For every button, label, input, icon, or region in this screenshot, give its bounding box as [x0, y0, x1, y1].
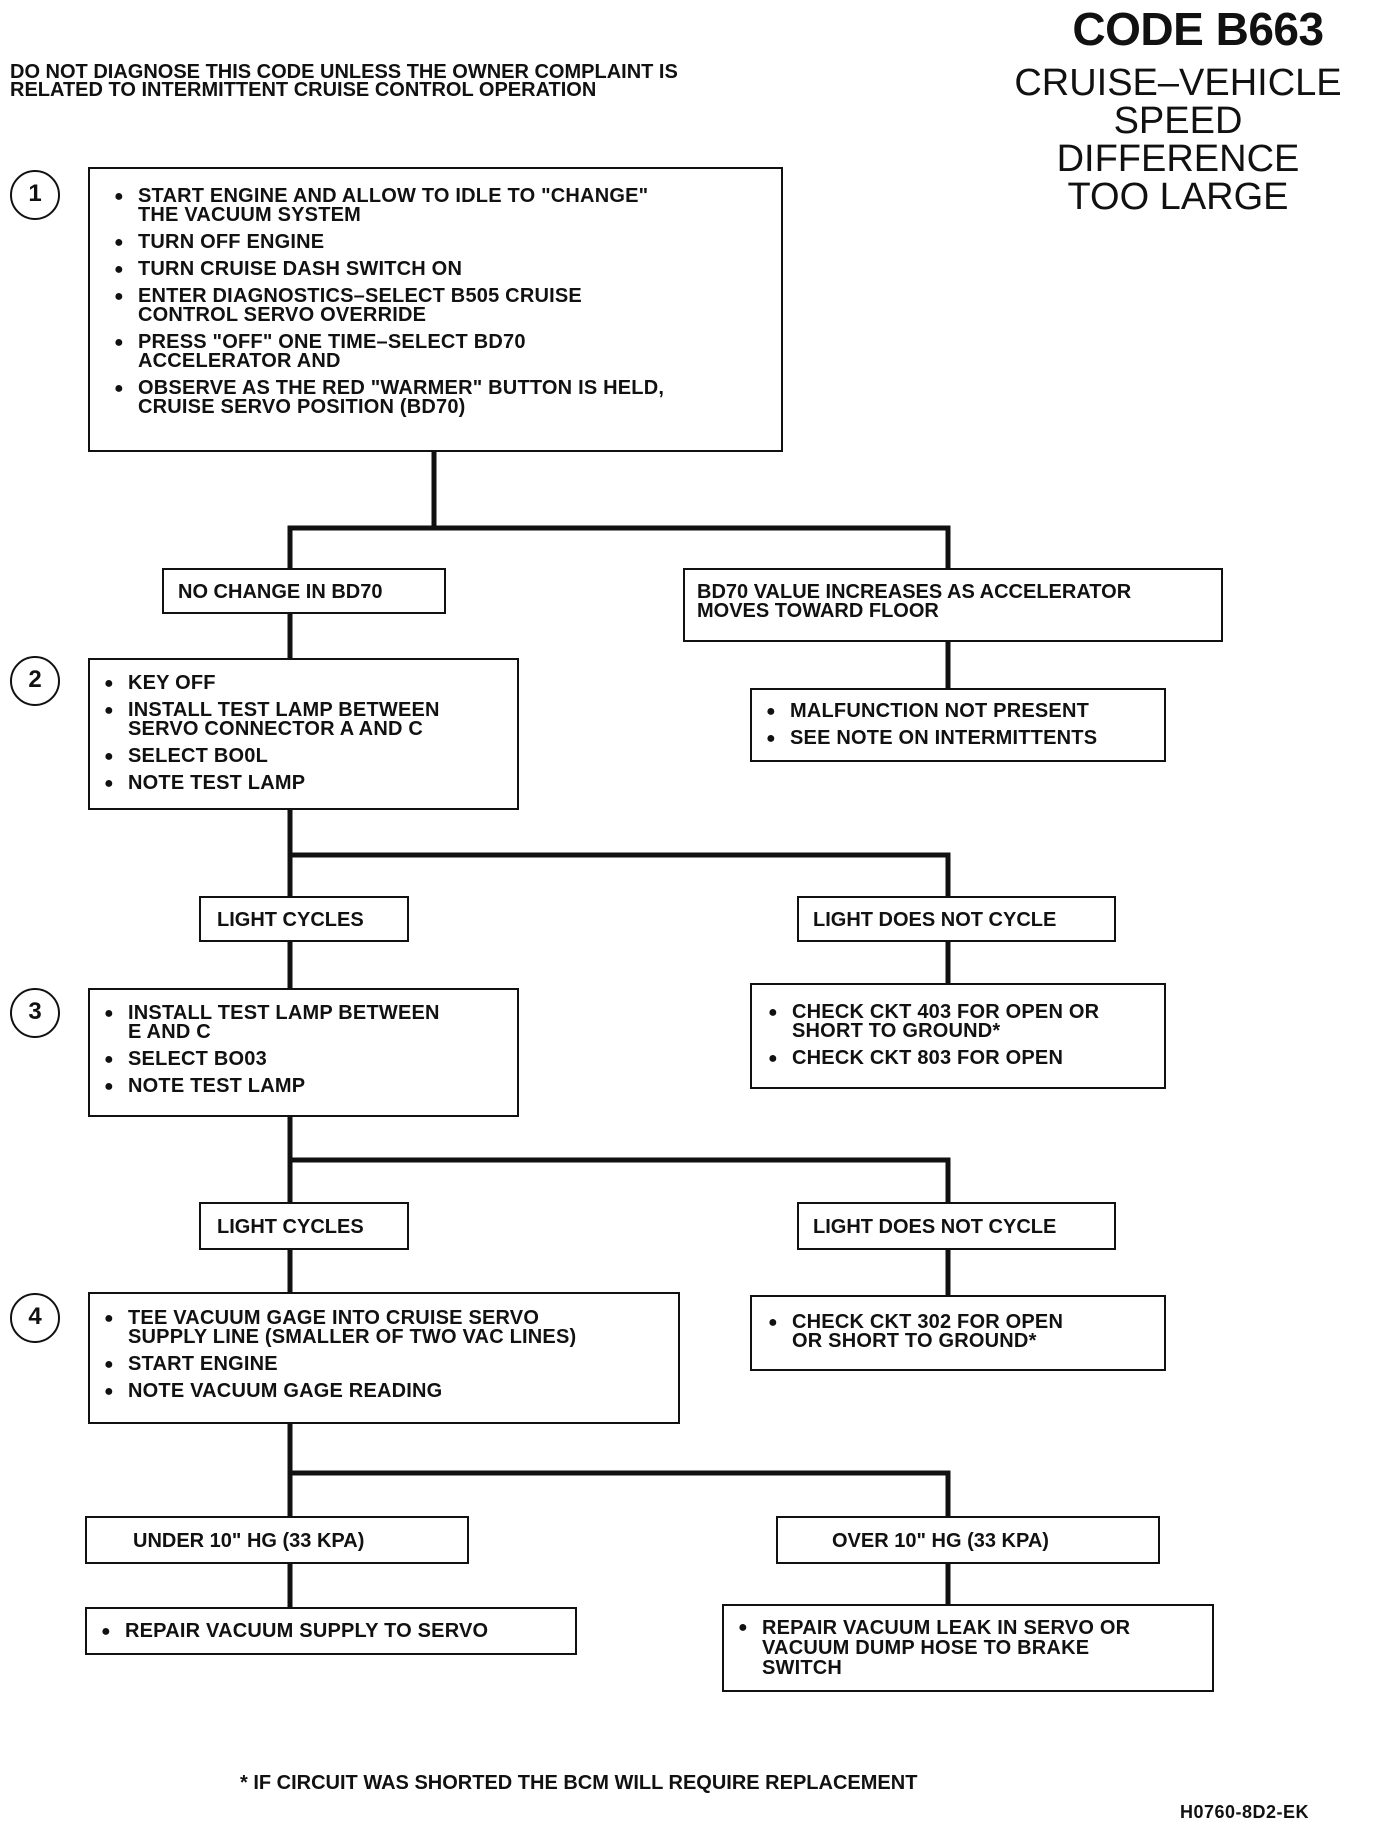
branch-value-increases-label: BD70 VALUE INCREASES AS ACCELERATOR MOVE…	[683, 568, 1223, 642]
step-1-box: START ENGINE AND ALLOW TO IDLE TO "CHANG…	[88, 167, 783, 452]
step-4-item: NOTE VACUUM GAGE READING	[102, 1381, 670, 1401]
figure-id: H0760-8D2-EK	[1180, 1802, 1310, 1822]
branch-light-cycles-label: LIGHT CYCLES	[199, 896, 409, 942]
result-check-ckt-302: CHECK CKT 302 FOR OPEN OR SHORT TO GROUN…	[750, 1295, 1166, 1371]
result-item: SEE NOTE ON INTERMITTENTS	[764, 728, 1158, 748]
footnote: * IF CIRCUIT WAS SHORTED THE BCM WILL RE…	[240, 1772, 918, 1794]
result-item: REPAIR VACUUM SUPPLY TO SERVO	[99, 1621, 569, 1641]
step-4-marker: 4	[10, 1293, 60, 1343]
step-1-marker: 1	[10, 170, 60, 220]
code-description: CRUISE–VEHICLE SPEED DIFFERENCE TOO LARG…	[990, 64, 1366, 216]
step-3-box: INSTALL TEST LAMP BETWEEN E AND C SELECT…	[88, 988, 519, 1117]
step-2-marker: 2	[10, 656, 60, 706]
step-2-item: KEY OFF	[102, 673, 509, 693]
result-item: CHECK CKT 403 FOR OPEN OR SHORT TO GROUN…	[766, 1002, 1158, 1041]
step-2-box: KEY OFF INSTALL TEST LAMP BETWEEN SERVO …	[88, 658, 519, 810]
branch-no-change-label: NO CHANGE IN BD70	[162, 568, 446, 614]
step-1-item: ENTER DIAGNOSTICS–SELECT B505 CRUISE CON…	[112, 286, 771, 325]
step-2-item: SELECT BO0L	[102, 746, 509, 766]
result-repair-vacuum-leak: REPAIR VACUUM LEAK IN SERVO OR VACUUM DU…	[722, 1604, 1214, 1692]
result-malfunction-not-present: MALFUNCTION NOT PRESENT SEE NOTE ON INTE…	[750, 688, 1166, 762]
step-4-item: START ENGINE	[102, 1354, 670, 1374]
diagnosis-precondition-note: DO NOT DIAGNOSE THIS CODE UNLESS THE OWN…	[10, 61, 678, 101]
step-4-item: TEE VACUUM GAGE INTO CRUISE SERVO SUPPLY…	[102, 1308, 670, 1347]
step-4-box: TEE VACUUM GAGE INTO CRUISE SERVO SUPPLY…	[88, 1292, 680, 1424]
result-item: REPAIR VACUUM LEAK IN SERVO OR VACUUM DU…	[736, 1618, 1206, 1678]
code-description-line-3: TOO LARGE	[1067, 176, 1289, 218]
step-2-item: NOTE TEST LAMP	[102, 773, 509, 793]
step-1-item: OBSERVE AS THE RED "WARMER" BUTTON IS HE…	[112, 378, 771, 417]
branch-light-does-not-cycle-label: LIGHT DOES NOT CYCLE	[797, 896, 1116, 942]
step-3-marker: 3	[10, 988, 60, 1038]
branch-light-cycles-label: LIGHT CYCLES	[199, 1202, 409, 1250]
step-3-item: INSTALL TEST LAMP BETWEEN E AND C	[102, 1003, 509, 1042]
result-item: CHECK CKT 302 FOR OPEN OR SHORT TO GROUN…	[766, 1312, 1158, 1351]
step-3-item: SELECT BO03	[102, 1049, 509, 1069]
branch-over-10-hg-label: OVER 10" HG (33 KPA)	[776, 1516, 1160, 1564]
step-3-item: NOTE TEST LAMP	[102, 1076, 509, 1096]
code-title: CODE B663	[1072, 3, 1324, 55]
step-1-item: START ENGINE AND ALLOW TO IDLE TO "CHANG…	[112, 186, 771, 225]
result-item: MALFUNCTION NOT PRESENT	[764, 701, 1158, 721]
result-item: CHECK CKT 803 FOR OPEN	[766, 1048, 1158, 1068]
code-description-line-2: SPEED DIFFERENCE	[1056, 100, 1300, 180]
result-check-ckt-403: CHECK CKT 403 FOR OPEN OR SHORT TO GROUN…	[750, 983, 1166, 1089]
branch-under-10-hg-label: UNDER 10" HG (33 KPA)	[85, 1516, 469, 1564]
code-description-line-1: CRUISE–VEHICLE	[1014, 62, 1342, 104]
result-repair-vacuum-supply: REPAIR VACUUM SUPPLY TO SERVO	[85, 1607, 577, 1655]
step-1-item: TURN OFF ENGINE	[112, 232, 771, 252]
step-2-item: INSTALL TEST LAMP BETWEEN SERVO CONNECTO…	[102, 700, 509, 739]
step-1-item: TURN CRUISE DASH SWITCH ON	[112, 259, 771, 279]
branch-light-does-not-cycle-label: LIGHT DOES NOT CYCLE	[797, 1202, 1116, 1250]
step-1-item: PRESS "OFF" ONE TIME–SELECT BD70 ACCELER…	[112, 332, 771, 371]
